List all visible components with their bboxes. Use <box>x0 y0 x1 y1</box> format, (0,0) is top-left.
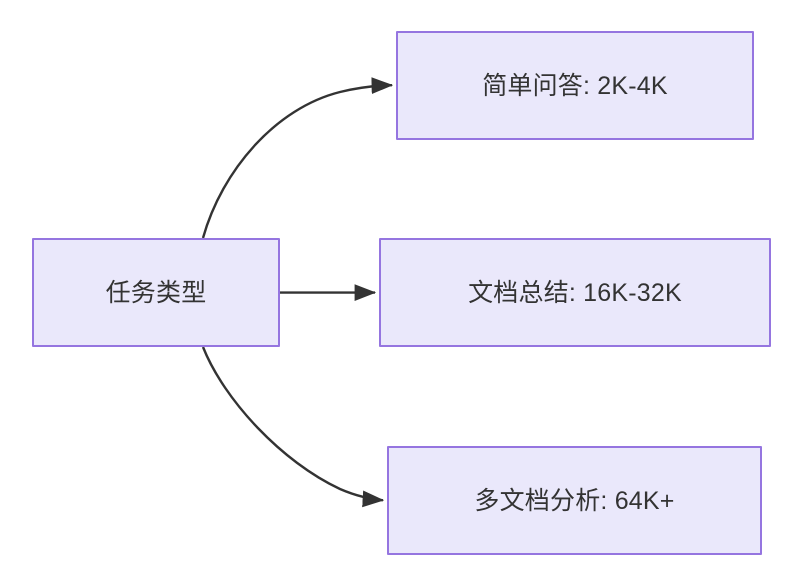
node-multi-document-analysis[interactable]: 多文档分析: 64K+ <box>387 446 762 555</box>
node-task-type-label: 任务类型 <box>105 278 207 307</box>
node-simple-qa-label: 简单问答: 2K-4K <box>482 71 668 100</box>
edge-root-to-simple <box>201 77 394 239</box>
node-document-summary[interactable]: 文档总结: 16K-32K <box>379 238 771 347</box>
node-task-type[interactable]: 任务类型 <box>32 238 280 347</box>
node-document-summary-label: 文档总结: 16K-32K <box>468 278 682 307</box>
node-simple-qa[interactable]: 简单问答: 2K-4K <box>396 31 754 140</box>
edge-root-to-multidoc <box>201 346 385 508</box>
node-multi-document-analysis-label: 多文档分析: 64K+ <box>474 486 675 515</box>
